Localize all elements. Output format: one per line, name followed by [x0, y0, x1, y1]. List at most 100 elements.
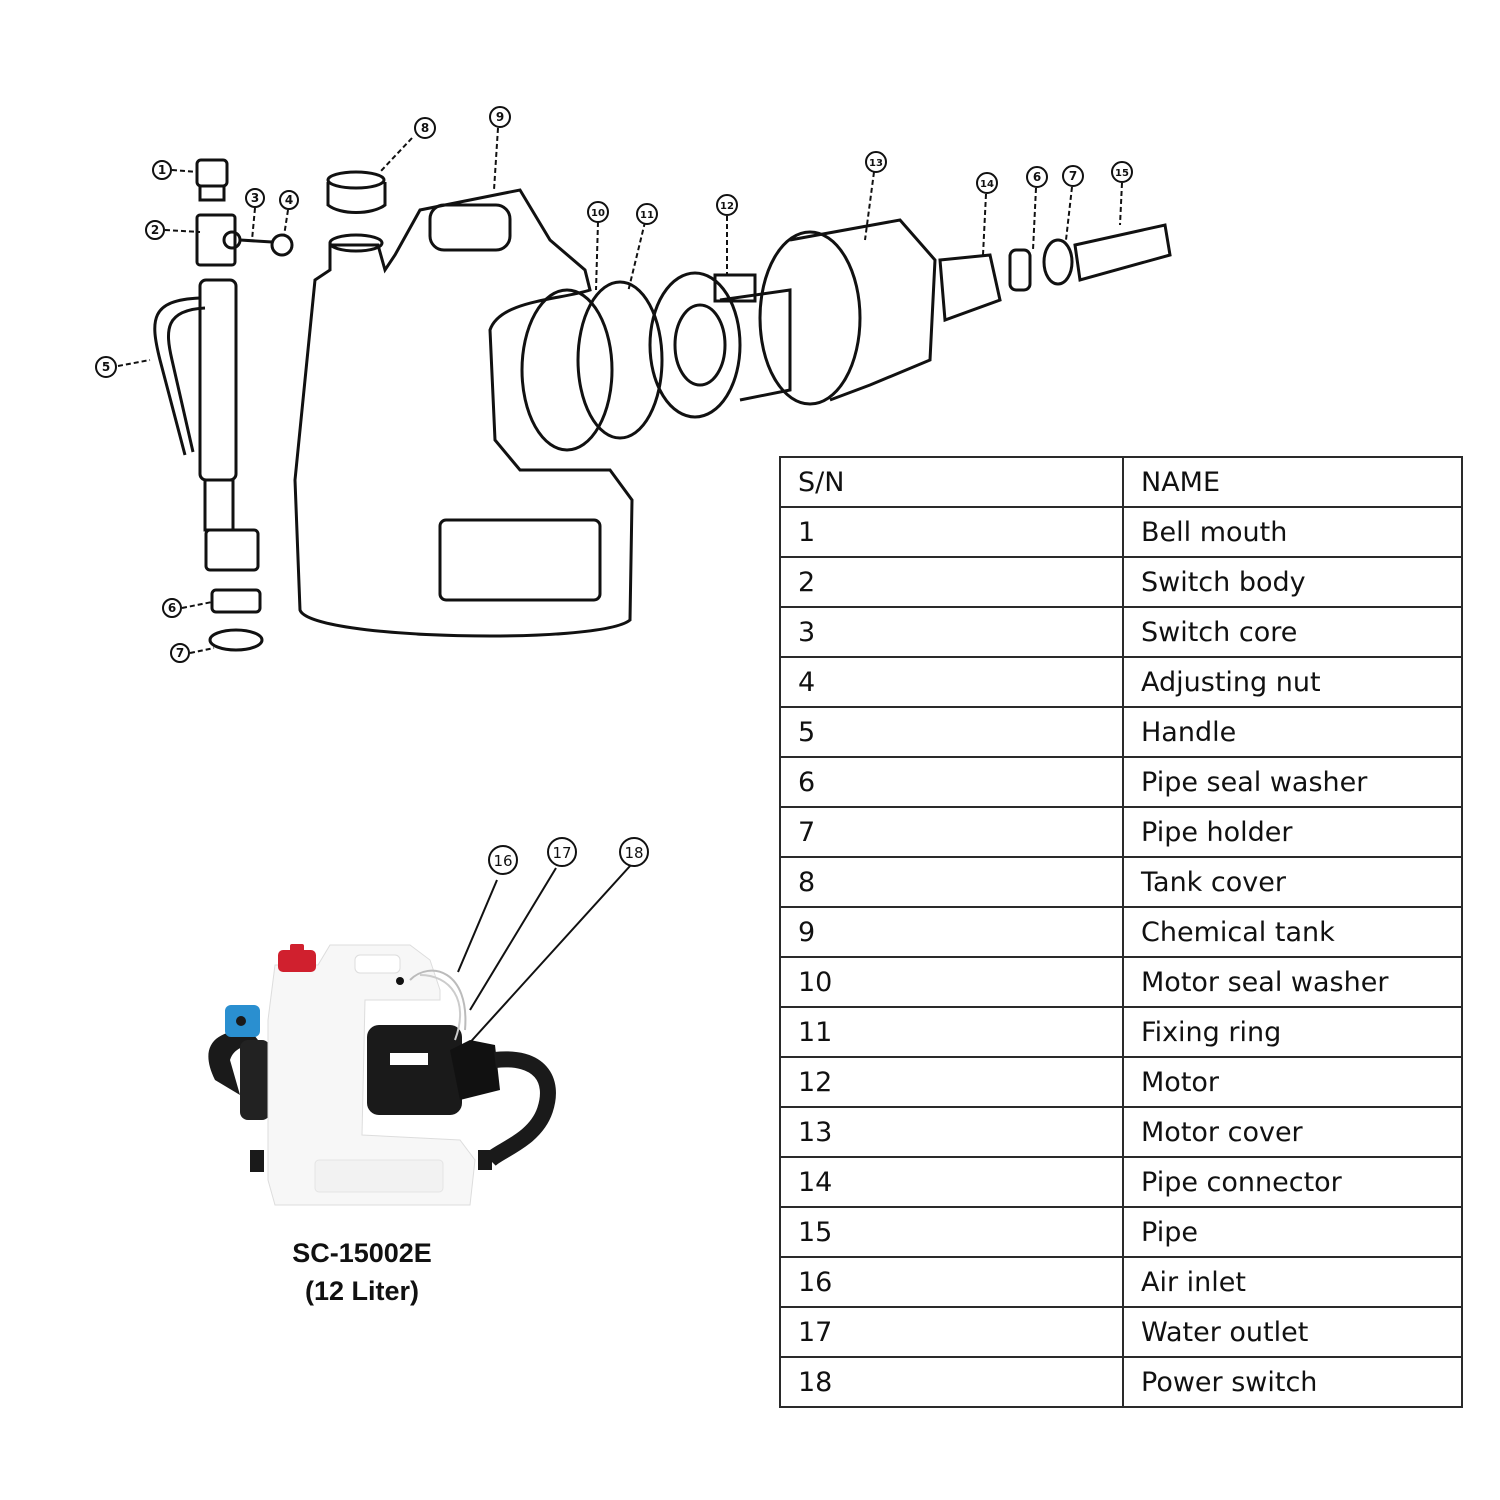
bell-mouth-part: [195, 158, 229, 202]
part-sn: 2: [779, 556, 1124, 608]
spray-pipe-part: [198, 278, 264, 652]
photo-callouts: 16 17 18: [488, 837, 649, 875]
callout-7-right: 7: [1062, 165, 1084, 187]
part-sn: 6: [779, 756, 1124, 808]
part-name: Pipe: [1122, 1206, 1463, 1258]
switch-body-part: [195, 213, 294, 267]
part-name: Motor cover: [1122, 1106, 1463, 1158]
callout-2: 2: [145, 220, 165, 240]
part-sn: 7: [779, 806, 1124, 858]
part-sn: 12: [779, 1056, 1124, 1108]
part-sn: 11: [779, 1006, 1124, 1058]
svg-text:7: 7: [1069, 169, 1077, 183]
callout-14: 14: [976, 172, 998, 194]
product-photo: [208, 944, 556, 1206]
svg-text:14: 14: [980, 179, 994, 190]
motor-black-part: [367, 1025, 500, 1115]
part-name: Air inlet: [1122, 1256, 1463, 1308]
hose-part: [484, 1051, 556, 1167]
part-name: Chemical tank: [1122, 906, 1463, 958]
part-name: Handle: [1122, 706, 1463, 758]
table-header-row: S/N NAME: [779, 456, 1463, 508]
part-sn: 9: [779, 906, 1124, 958]
part-name: Switch core: [1122, 606, 1463, 658]
svg-text:17: 17: [552, 844, 571, 862]
svg-text:5: 5: [102, 360, 110, 374]
part-sn: 16: [779, 1256, 1124, 1308]
part-sn: 18: [779, 1356, 1124, 1408]
motor-cover-part: [758, 218, 937, 406]
motor-seal-washer-part: [520, 288, 614, 452]
callout-12: 12: [716, 194, 738, 216]
svg-text:4: 4: [285, 193, 293, 207]
callout-10: 10: [587, 201, 609, 223]
callout-4: 4: [279, 190, 299, 210]
svg-text:15: 15: [1115, 168, 1129, 179]
part-name: Bell mouth: [1122, 506, 1463, 558]
part-name: Water outlet: [1122, 1306, 1463, 1358]
svg-text:6: 6: [168, 601, 176, 615]
svg-text:11: 11: [640, 210, 654, 221]
pipe-part: [1073, 223, 1172, 282]
part-name: Power switch: [1122, 1356, 1463, 1408]
part-name: Motor: [1122, 1056, 1463, 1108]
handle-part: [153, 296, 206, 456]
part-name: Pipe seal washer: [1122, 756, 1463, 808]
part-name: Pipe connector: [1122, 1156, 1463, 1208]
callout-3: 3: [245, 188, 265, 208]
svg-text:1: 1: [158, 163, 166, 177]
callout-1: 1: [152, 160, 172, 180]
part-name: Fixing ring: [1122, 1006, 1463, 1058]
part-name: Motor seal washer: [1122, 956, 1463, 1008]
tank-cover-part: [326, 170, 387, 214]
part-sn: 10: [779, 956, 1124, 1008]
part-sn: 17: [779, 1306, 1124, 1358]
chemical-tank-part: [293, 188, 634, 638]
exploded-callouts: 1 2 3 4 5 6 7 8 9 10 11 12 13 14 6 7 15: [95, 106, 1133, 663]
svg-text:6: 6: [1033, 170, 1041, 184]
nozzle-blue-part: [225, 1005, 260, 1037]
tank-body-part: [267, 944, 476, 1206]
part-name: Switch body: [1122, 556, 1463, 608]
callout-6-left: 6: [162, 598, 182, 618]
callout-8: 8: [414, 117, 436, 139]
svg-text:3: 3: [251, 191, 259, 205]
callout-6-right: 6: [1026, 166, 1048, 188]
part-name: Tank cover: [1122, 856, 1463, 908]
part-name: Pipe holder: [1122, 806, 1463, 858]
svg-text:12: 12: [720, 201, 734, 212]
svg-text:7: 7: [176, 646, 184, 660]
product-caption: SC-15002E (12 Liter): [262, 1234, 462, 1310]
photo-leader-lines: [457, 865, 631, 1049]
callout-9: 9: [489, 106, 511, 128]
red-cap-part: [278, 944, 316, 972]
svg-text:9: 9: [496, 110, 504, 124]
part-sn: 13: [779, 1106, 1124, 1158]
part-sn: 4: [779, 656, 1124, 708]
pipe-connector-part: [938, 253, 1002, 323]
part-sn: 5: [779, 706, 1124, 758]
svg-text:2: 2: [151, 223, 159, 237]
part-sn: 8: [779, 856, 1124, 908]
part-name: Adjusting nut: [1122, 656, 1463, 708]
callout-18: 18: [619, 837, 649, 867]
callout-15: 15: [1111, 161, 1133, 183]
leader-lines: [117, 127, 1123, 654]
svg-text:16: 16: [493, 852, 512, 870]
header-name: NAME: [1122, 456, 1463, 508]
part-sn: 3: [779, 606, 1124, 658]
